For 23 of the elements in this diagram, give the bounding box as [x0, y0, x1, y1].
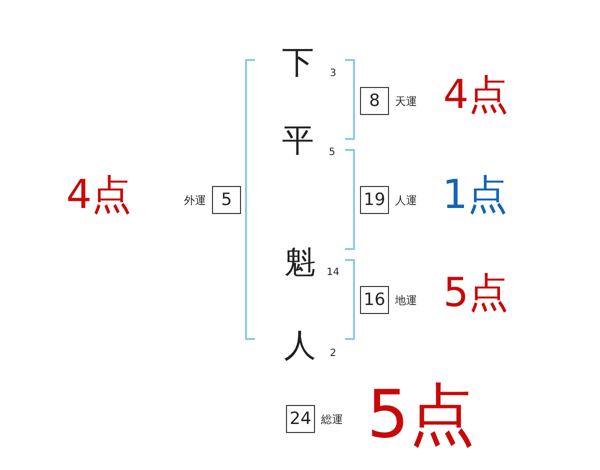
number-box: 5 — [212, 186, 241, 214]
name-character: 下 — [282, 46, 314, 78]
stroke-count: 3 — [330, 69, 336, 79]
fortune-label: 天運 — [395, 96, 417, 106]
score-label: 5点 — [443, 273, 509, 313]
name-character: 人 — [284, 329, 316, 361]
stroke-count: 14 — [326, 268, 340, 278]
number-box: 19 — [360, 186, 389, 214]
number-box: 8 — [360, 87, 389, 115]
score-label: 4点 — [443, 75, 509, 115]
number-box: 24 — [286, 405, 315, 433]
score-label: 5点 — [367, 382, 475, 448]
stroke-count: 2 — [330, 349, 336, 359]
stroke-count: 5 — [328, 148, 336, 158]
number-box: 16 — [360, 286, 389, 314]
name-character: 魁 — [284, 246, 316, 278]
fortune-label: 外運 — [184, 194, 206, 206]
fortune-label: 人運 — [395, 194, 417, 206]
name-character: 平 — [282, 124, 314, 156]
fortune-label: 地運 — [395, 294, 417, 306]
score-label: 4点 — [66, 175, 132, 215]
fortune-label: 総運 — [321, 414, 343, 424]
score-label: 1点 — [442, 175, 508, 215]
